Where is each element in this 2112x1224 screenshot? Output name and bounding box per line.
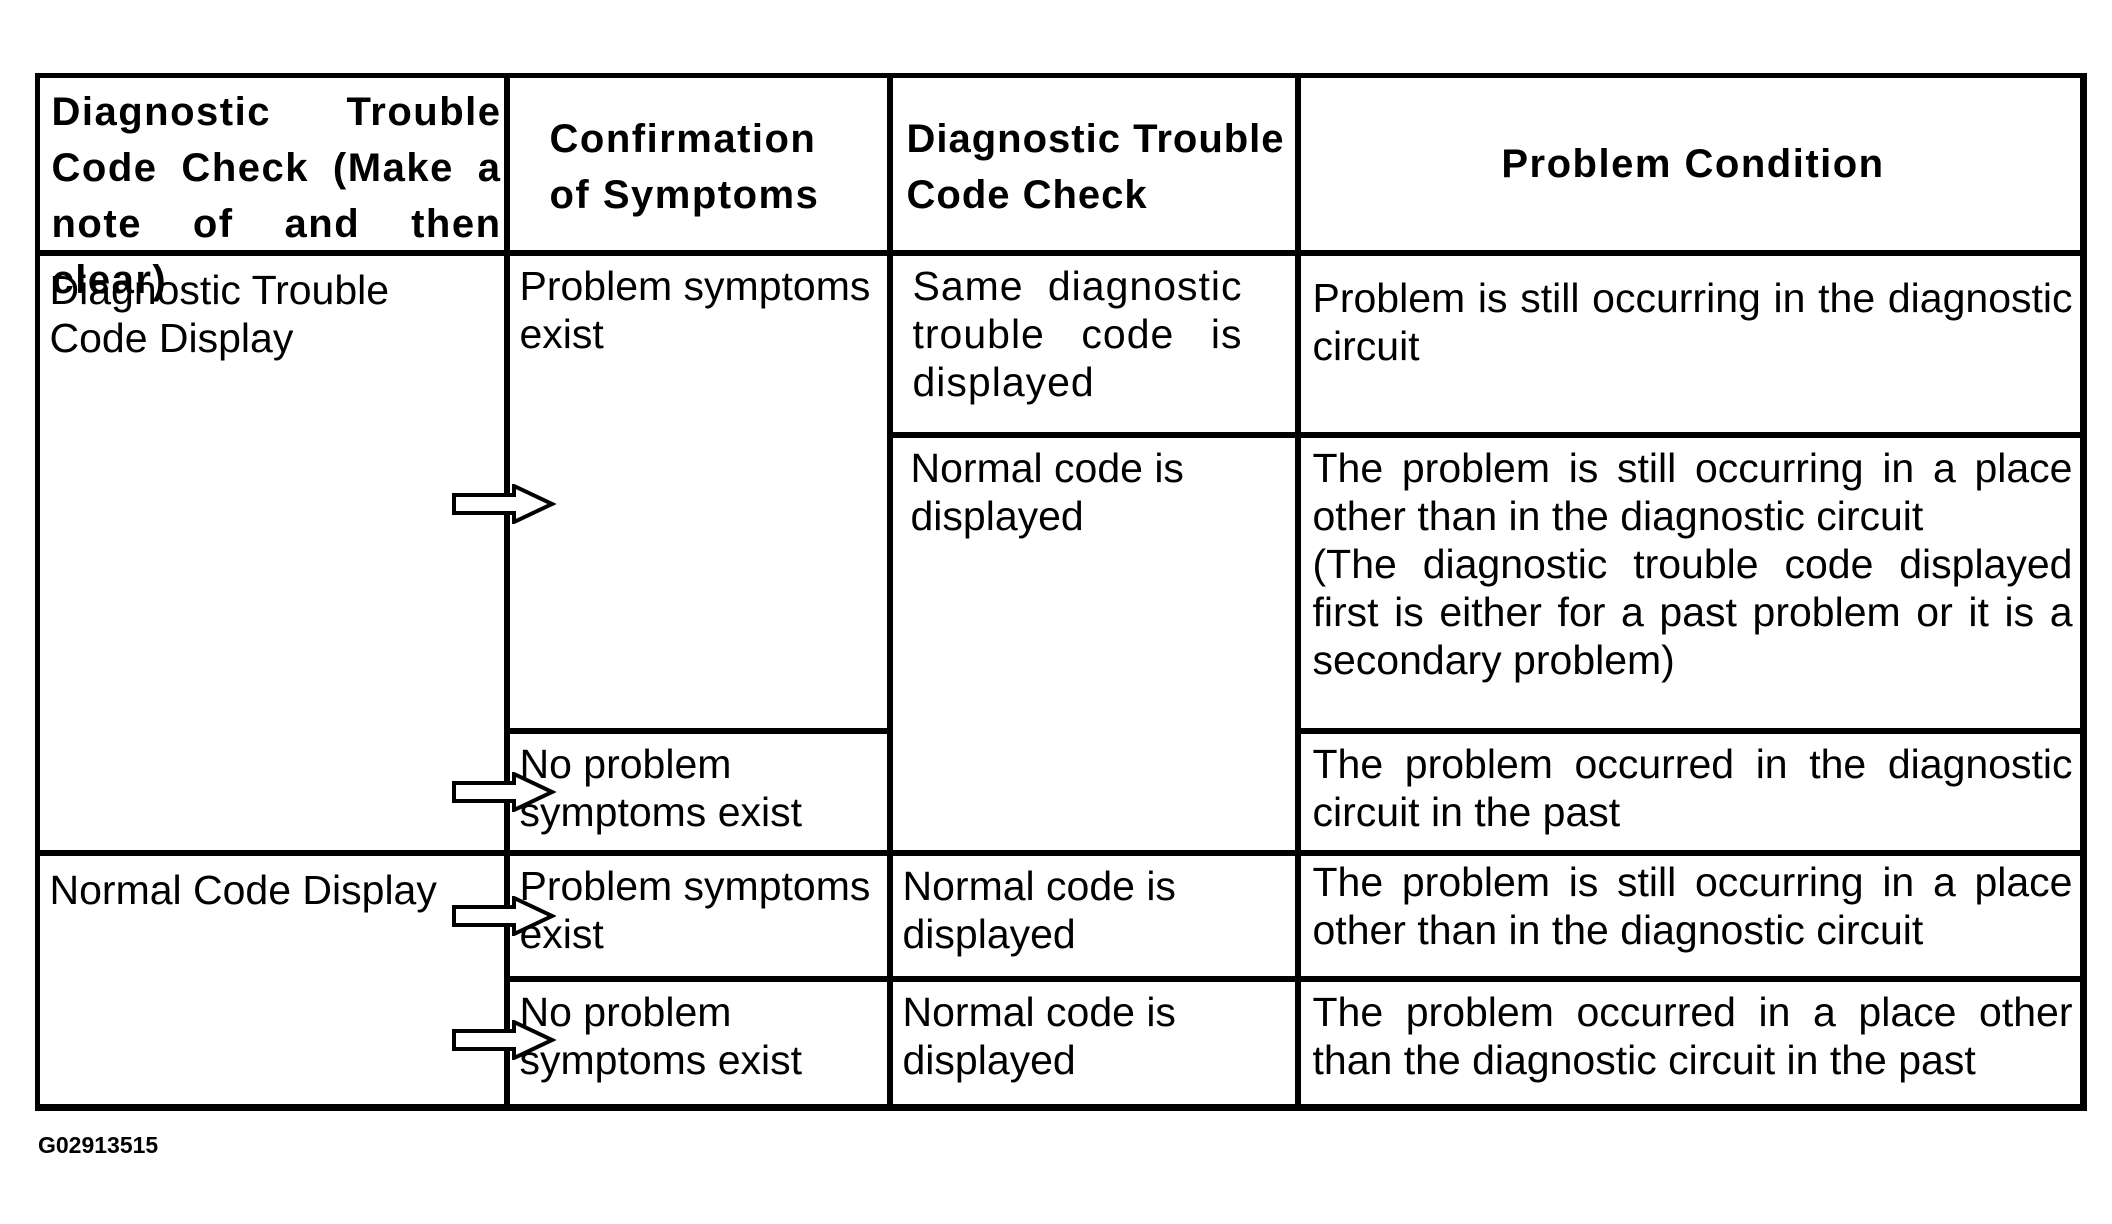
dtc-display-label: Diagnostic Trouble Code Display (49, 266, 390, 361)
code-check-text: Normal code is displayed (910, 444, 1184, 539)
symptoms-cell: No problem symptoms exist (506, 730, 890, 853)
symptoms-text: Problem symptoms exist (519, 262, 871, 357)
code-check-text: Normal code is displayed (902, 862, 1176, 957)
normal-display-label: Normal Code Display (49, 866, 437, 913)
arrow-right-icon (452, 896, 556, 936)
normal-display-cell: Normal Code Display (36, 852, 507, 1107)
condition-text: (The diagnostic trouble code displayed f… (1312, 540, 2073, 683)
condition-cell: The problem occurred in a place other th… (1297, 978, 2083, 1107)
code-check-text: Normal code is displayed (902, 988, 1176, 1083)
condition-text: The problem occurred in a place other th… (1312, 988, 2073, 1083)
code-check-cell: Normal code is displayed (889, 434, 1298, 853)
condition-cell: The problem occurred in the diagnostic c… (1297, 730, 2083, 853)
code-check-text: Same diagnostic trouble code is displaye… (912, 262, 1243, 405)
symptoms-text: Problem symptoms exist (519, 862, 871, 957)
symptoms-cell: No problem symptoms exist (506, 978, 890, 1107)
condition-text: The problem is still occurring in a plac… (1312, 858, 2073, 953)
symptoms-text: No problem symptoms exist (519, 740, 803, 835)
dtc-table: Diagnostic Trouble Code Check (Make a no… (35, 73, 2087, 1111)
header-dtc-check: Diagnostic Trouble Code Check (906, 116, 1285, 217)
condition-cell: The problem is still occurring in a plac… (1297, 852, 2083, 979)
symptoms-cell: Problem symptoms exist (506, 252, 890, 731)
header-dtc-check-clear: Diagnostic Trouble Code Check (Make a no… (51, 89, 502, 302)
code-check-cell: Same diagnostic trouble code is displaye… (889, 252, 1298, 435)
arrow-right-icon (452, 772, 556, 812)
condition-text: Problem is still occurring in the diagno… (1312, 274, 2073, 369)
code-check-cell: Normal code is displayed (889, 978, 1298, 1107)
header-cell: Diagnostic Trouble Code Check (889, 74, 1298, 253)
header-confirmation: Confirmation of Symptoms (549, 116, 820, 217)
figure-id: G02913515 (38, 1132, 159, 1158)
condition-text: The problem occurred in the diagnostic c… (1312, 740, 2073, 835)
header-problem-condition: Problem Condition (1501, 141, 1885, 186)
dtc-display-cell: Diagnostic Trouble Code Display (36, 252, 507, 853)
condition-cell: The problem is still occurring in a plac… (1297, 434, 2083, 731)
header-cell: Problem Condition (1297, 74, 2083, 253)
code-check-cell: Normal code is displayed (889, 852, 1298, 979)
arrow-right-icon (452, 484, 556, 524)
header-cell: Diagnostic Trouble Code Check (Make a no… (36, 74, 507, 302)
symptoms-cell: Problem symptoms exist (506, 852, 890, 979)
condition-text: The problem is still occurring in a plac… (1312, 444, 2073, 539)
symptoms-text: No problem symptoms exist (519, 988, 803, 1083)
header-cell: Confirmation of Symptoms (506, 74, 890, 253)
condition-cell: Problem is still occurring in the diagno… (1297, 252, 2083, 435)
arrow-right-icon (452, 1020, 556, 1060)
